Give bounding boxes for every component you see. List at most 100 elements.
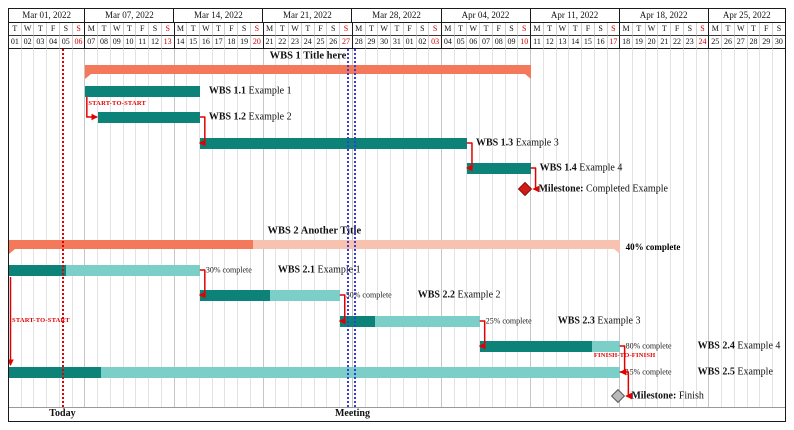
weekday-cell: T (632, 23, 646, 36)
weekday-cell: S (594, 23, 608, 36)
day-number-cell: 02 (21, 36, 35, 49)
weekday-cell: T (658, 23, 672, 36)
task-label-wbs2_4: WBS 2.4 Example 4 (697, 340, 781, 352)
task-progress-label: 50% complete (345, 290, 392, 300)
grid-day-column (620, 49, 633, 407)
weekday-cell: S (340, 23, 353, 36)
weekday-cell: M (441, 23, 455, 36)
grid-day-column (302, 49, 315, 407)
task-label-wbs1_1: WBS 1.1 Example 1 (208, 85, 292, 97)
grid-day-column (111, 49, 124, 407)
grid-day-column (697, 49, 710, 407)
milestone-prefix: Milestone: (631, 390, 677, 402)
task-bar-wbs1_4 (466, 163, 531, 174)
day-number-cell: 05 (59, 36, 73, 49)
weekday-cell: T (747, 23, 761, 36)
day-number-cell: 01 (9, 36, 22, 49)
day-number-cell: 27 (340, 36, 353, 49)
day-number-cell: 13 (161, 36, 175, 49)
day-number-cell: 26 (327, 36, 341, 49)
link-label: START-TO-START (88, 100, 147, 107)
grid-day-column (85, 49, 99, 407)
weekday-cell: F (582, 23, 595, 36)
day-number-cell: 09 (505, 36, 519, 49)
day-number-cell: 26 (722, 36, 735, 49)
grid-day-column (73, 49, 86, 407)
day-number-cell: 30 (378, 36, 392, 49)
task-bar-wbs1_3 (199, 138, 467, 149)
grid-day-column (684, 49, 697, 407)
grid-day-column (531, 49, 544, 407)
weekday-cell: M (174, 23, 188, 36)
link-label: START-TO-START (12, 317, 70, 324)
group-label-wbs2: WBS 2 Another Title (267, 225, 362, 237)
grid-day-column (289, 49, 302, 407)
day-number-cell: 14 (569, 36, 583, 49)
task-wbs-code: WBS 1.1 (208, 85, 247, 97)
weekday-cell: F (760, 23, 774, 36)
task-progress-fill (9, 367, 101, 378)
week-header-cell: Mar 21, 2022 (263, 9, 353, 23)
day-number-cell: 11 (531, 36, 544, 49)
grid-day-column (315, 49, 328, 407)
today-label: Today (49, 408, 76, 419)
weekday-cell: M (85, 23, 99, 36)
day-number-cell: 28 (352, 36, 366, 49)
task-progress-label: 15% complete (625, 367, 672, 377)
task-wbs-code: WBS 2.1 (277, 264, 316, 276)
weekday-cell: T (543, 23, 557, 36)
weekday-cell: S (607, 23, 621, 36)
grid-day-column (353, 49, 366, 407)
grid-day-column (149, 49, 162, 407)
weekday-cell: S (238, 23, 251, 36)
grid-day-column (378, 49, 392, 407)
task-progress-label: 80% complete (625, 341, 672, 351)
grid-day-column (404, 49, 417, 407)
grid-day-column (467, 49, 481, 407)
day-number-cell: 29 (365, 36, 379, 49)
grid-day-column (136, 49, 150, 407)
weekday-cell: T (34, 23, 48, 36)
grid-day-column (225, 49, 239, 407)
weekday-cell: M (263, 23, 277, 36)
day-number-cell: 25 (709, 36, 723, 49)
grid-day-column (98, 49, 111, 407)
grid-day-column (238, 49, 251, 407)
day-number-cell: 09 (110, 36, 124, 49)
weekday-cell: T (480, 23, 493, 36)
week-header-cell: Apr 25, 2022 (708, 9, 785, 23)
weekday-cell: F (492, 23, 506, 36)
day-number-cell: 12 (149, 36, 162, 49)
grid-day-column (47, 49, 60, 407)
meeting-label: Meeting (334, 408, 370, 419)
day-number-cell: 29 (760, 36, 774, 49)
meeting-line (346, 49, 349, 407)
weekday-cell: F (403, 23, 417, 36)
week-header-cell: Mar 28, 2022 (352, 9, 442, 23)
task-progress-label: 30% complete (205, 265, 252, 275)
day-number-cell: 23 (289, 36, 302, 49)
weekday-cell: S (683, 23, 697, 36)
day-number-cell: 25 (314, 36, 328, 49)
task-wbs-code: WBS 1.3 (475, 137, 514, 149)
weekday-cell: F (671, 23, 684, 36)
day-number-cell: 08 (492, 36, 506, 49)
day-number-cell: 30 (773, 36, 785, 49)
weekday-cell: S (773, 23, 785, 36)
task-progress-fill (9, 265, 67, 276)
day-number-cell: 10 (518, 36, 532, 49)
grid-day-column (608, 49, 621, 407)
weekday-cell: F (225, 23, 239, 36)
weekday-cell: T (123, 23, 137, 36)
grid-day-column (60, 49, 73, 407)
group-progress-label: 40% complete (625, 242, 681, 252)
weekday-cell: W (200, 23, 213, 36)
day-number-cell: 07 (85, 36, 99, 49)
weekday-cell: T (9, 23, 22, 36)
grid-day-column (493, 49, 506, 407)
weekday-cell: M (620, 23, 633, 36)
